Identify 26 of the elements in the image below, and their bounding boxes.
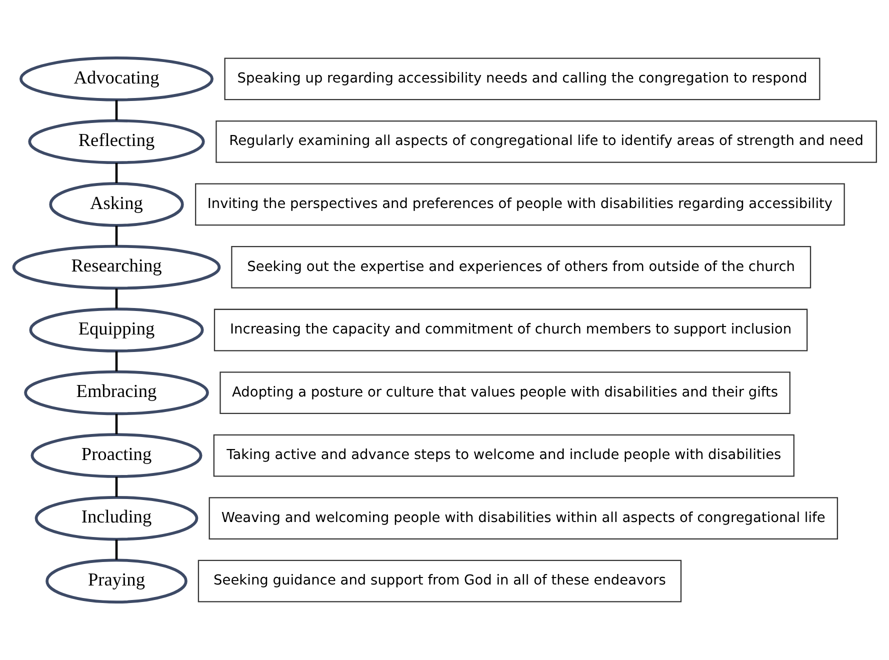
node-ellipse: Equipping (28, 308, 204, 352)
node-ellipse: Reflecting (28, 119, 204, 164)
connector (114, 226, 118, 246)
node-box: Inviting the perspectives and preferences of people with disabilities regarding accessibility (194, 183, 844, 226)
connector (114, 100, 118, 120)
node-box: Adopting a posture or culture that values people with disabilities and their gifts (219, 372, 790, 414)
node-box: Weaving and welcoming people with disabilities within all aspects of congregational life (208, 497, 838, 540)
connector (114, 162, 118, 184)
node-box: Regularly examining all aspects of congregational life to identify areas of strength and need (215, 120, 876, 163)
node-ellipse: Embracing (24, 370, 208, 416)
node-box: Seeking guidance and support from God in all of these endeavors (197, 560, 682, 602)
connector (114, 540, 118, 560)
node-box: Increasing the capacity and commitment of church members to support inclusion (213, 308, 808, 352)
node-box: Seeking out the expertise and experiences of others from outside of the church (230, 246, 811, 288)
node-ellipse: Asking (48, 182, 184, 227)
node-ellipse: Including (34, 496, 198, 541)
node-box: Speaking up regarding accessibility needs and calling the congregation to respond (224, 58, 820, 100)
connector (114, 288, 118, 309)
connector (114, 414, 118, 434)
node-ellipse: Praying (45, 558, 187, 604)
connector (114, 351, 118, 372)
node-ellipse: Researching (12, 244, 220, 290)
node-ellipse: Advocating (19, 56, 213, 102)
node-ellipse: Proacting (30, 433, 202, 478)
connector (114, 476, 118, 497)
node-box: Taking active and advance steps to welcome and include people with disabilities (212, 434, 794, 477)
